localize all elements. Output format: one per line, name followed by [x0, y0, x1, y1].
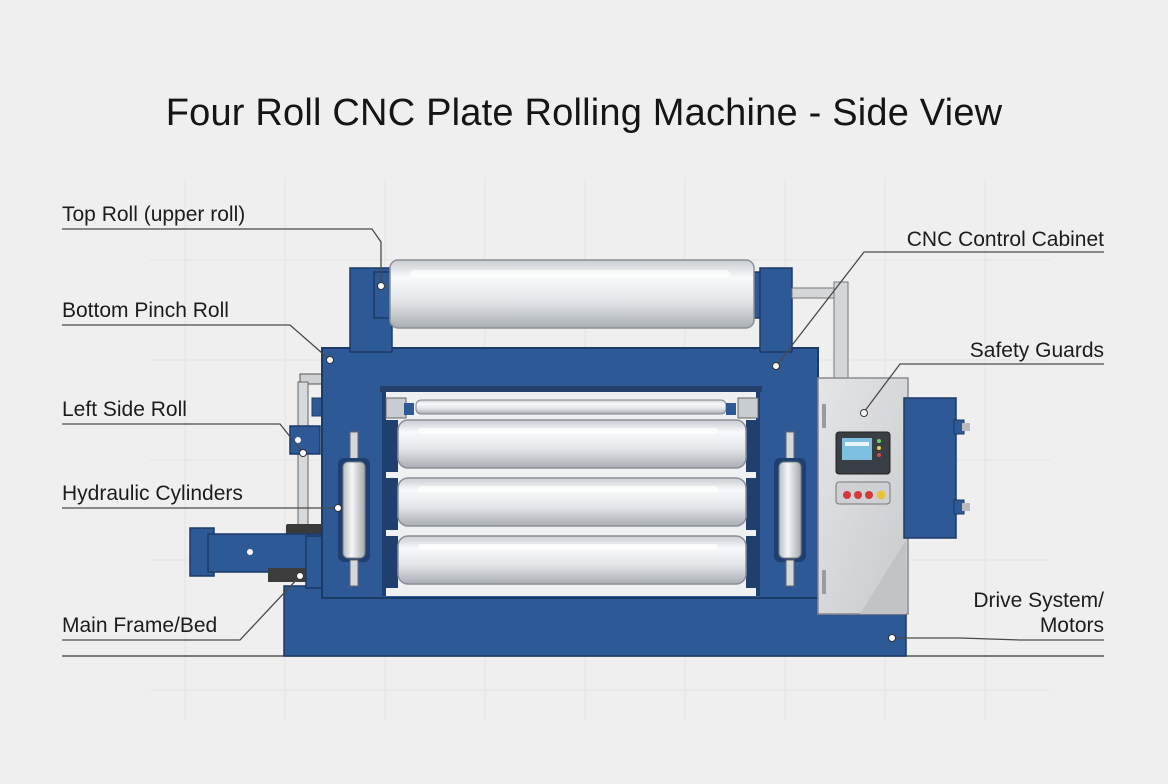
label-bottom-pinch-roll: Bottom Pinch Roll: [62, 299, 229, 322]
safety-guard-rail: [791, 281, 849, 383]
label-safety-guards: Safety Guards: [969, 339, 1104, 362]
hydraulic-cylinders: [338, 431, 806, 587]
leader-dots: [296, 282, 896, 642]
top-roll-supports: [349, 267, 793, 353]
label-hydraulic-cylinders: Hydraulic Cylinders: [62, 482, 243, 505]
label-main-frame: Main Frame/Bed: [62, 614, 218, 637]
leader-lines: [62, 228, 1104, 641]
label-cnc-cabinet: CNC Control Cabinet: [906, 228, 1104, 251]
top-roll: [389, 259, 755, 329]
bottom-pinch-roll: [385, 397, 759, 419]
diagram-title: Four Roll CNC Plate Rolling Machine - Si…: [165, 92, 1003, 134]
label-left-side-roll: Left Side Roll: [62, 398, 187, 421]
cnc-control-cabinet: [817, 377, 909, 615]
drive-motor: [903, 397, 970, 539]
label-drive-system-line2: Motors: [1039, 614, 1104, 637]
label-top-roll: Top Roll (upper roll): [62, 203, 246, 226]
lower-rolls: [384, 419, 760, 588]
label-drive-system-line1: Drive System/: [973, 589, 1104, 612]
